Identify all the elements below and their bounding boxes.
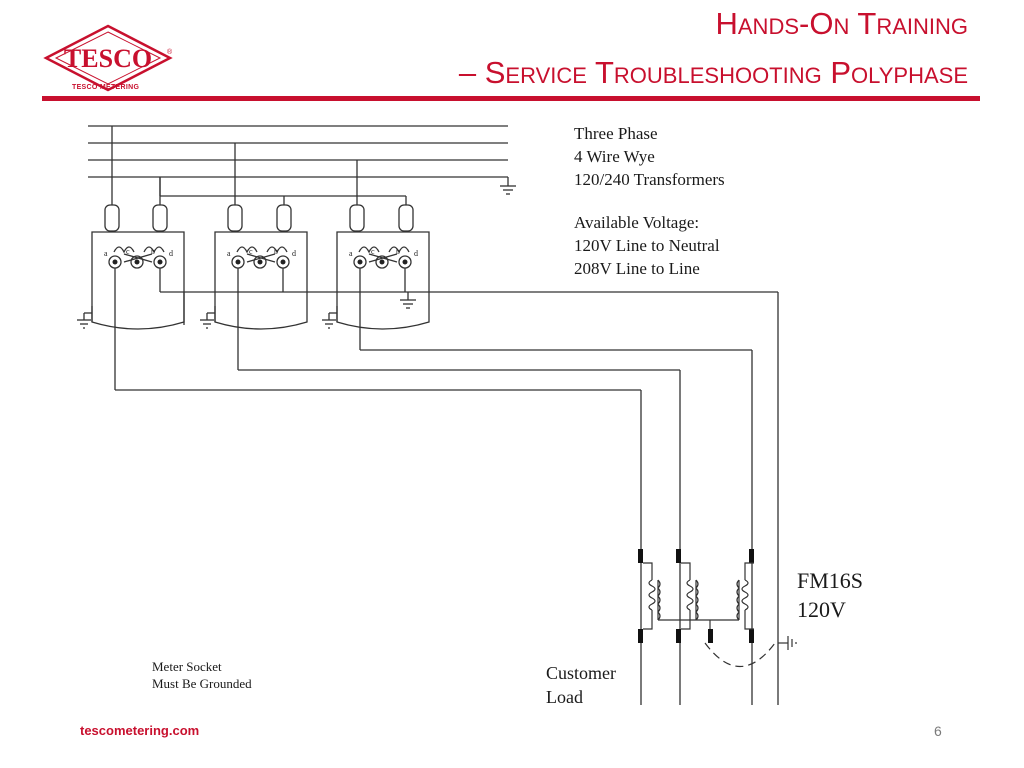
info-line: 4 Wire Wye	[574, 147, 655, 166]
bushing-group	[104, 204, 414, 232]
svg-text:®: ®	[167, 48, 173, 56]
socket-note-line: Meter Socket	[152, 659, 222, 674]
terminal-label-c: c	[126, 247, 130, 256]
terminal-label-c: c	[249, 247, 253, 256]
voltage-line: Available Voltage:	[574, 213, 700, 232]
terminal-label-b: b	[396, 247, 400, 256]
terminal-label-b: b	[274, 247, 278, 256]
header-rule	[42, 96, 980, 101]
logo-subtext: TESCO METERING	[72, 84, 140, 91]
page-number: 6	[934, 723, 942, 739]
page-title-line-1: Hands-On Training	[715, 6, 969, 41]
meter-model: FM16S	[797, 568, 864, 593]
info-line: Three Phase	[574, 124, 658, 143]
voltage-line: 120V Line to Neutral	[574, 236, 720, 255]
terminal-label-b: b	[151, 247, 155, 256]
page-title-line-2: – Service Troubleshooting Polyphase	[458, 55, 968, 90]
terminal-label-a: a	[104, 249, 108, 258]
info-line: 120/240 Transformers	[574, 170, 725, 189]
socket-note-line: Must Be Grounded	[152, 676, 252, 691]
terminal-label-d: d	[169, 249, 173, 258]
terminal-label-d: d	[414, 249, 418, 258]
voltage-line: 208V Line to Line	[574, 259, 700, 278]
svg-text:TESCO: TESCO	[64, 44, 152, 73]
website-link[interactable]: tescometering.com	[80, 723, 200, 738]
customer-load-line: Load	[546, 687, 583, 707]
terminal-label-a: a	[349, 249, 353, 258]
meter-voltage: 120V	[797, 597, 846, 622]
tesco-logo: TESCO ®	[43, 24, 173, 92]
customer-load-line: Customer	[546, 663, 616, 683]
terminal-label-a: a	[227, 249, 231, 258]
terminal-label-d: d	[292, 249, 296, 258]
terminal-label-c: c	[371, 247, 375, 256]
